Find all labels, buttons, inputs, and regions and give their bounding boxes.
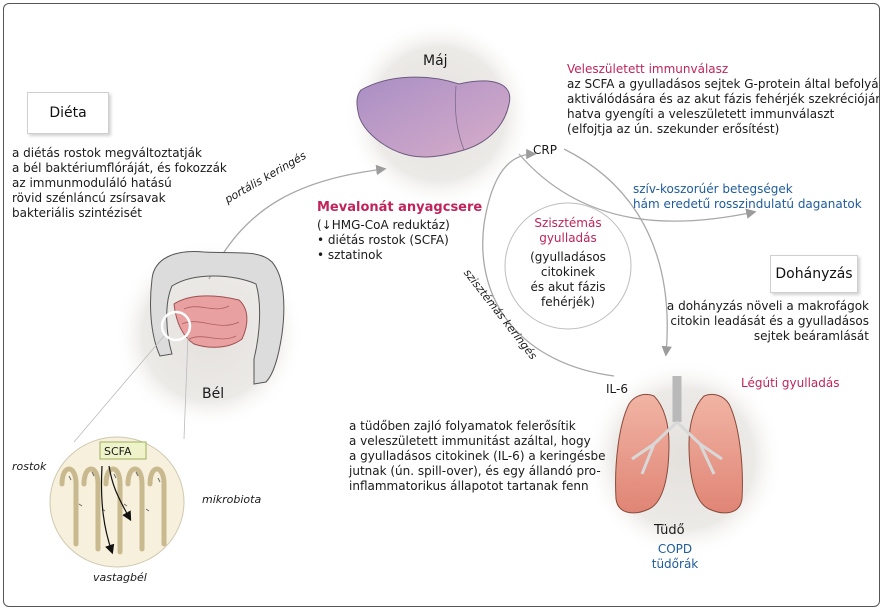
il6-label: IL-6 bbox=[606, 382, 628, 396]
microbiota-label: mikrobiota bbox=[202, 493, 262, 506]
innate-title: Veleszületett immunválasz bbox=[567, 62, 729, 76]
crp-label: CRP bbox=[533, 143, 557, 157]
systemic-circulation-arrow bbox=[482, 148, 615, 377]
airway-label: Légúti gyulladás bbox=[741, 376, 840, 390]
diagram-frame: Máj Bél Tüdő Diéta a diétás rostok megvá… bbox=[3, 3, 880, 607]
colon-detail bbox=[49, 436, 185, 568]
mevalonate-items: (↓HMG-CoA reduktáz)• diétás rostok (SCFA… bbox=[317, 218, 450, 262]
gut-label: Bél bbox=[202, 386, 225, 402]
lung-label: Tüdő bbox=[654, 523, 685, 538]
fiber-label: rostok bbox=[12, 460, 47, 473]
scfa-arrow-1 bbox=[108, 465, 132, 522]
mevalonate-title: Mevalonát anyagcsere bbox=[317, 200, 483, 215]
smoking-box: Dohányzás bbox=[770, 255, 858, 293]
scfa-label: SCFA bbox=[104, 445, 132, 458]
magnifier-ring bbox=[160, 310, 192, 342]
liver-shape bbox=[356, 76, 511, 158]
crp-to-lung-arrow bbox=[563, 148, 672, 357]
innate-text: az SCFA a gyulladásos sejtek G-protein á… bbox=[567, 77, 880, 136]
colon-label: vastagbél bbox=[93, 571, 147, 584]
diagram-graphics bbox=[49, 19, 784, 568]
liver-label: Máj bbox=[423, 53, 448, 69]
diet-box: Diéta bbox=[27, 92, 109, 134]
systemic-inflammation-circle bbox=[504, 202, 632, 330]
lung-shape bbox=[615, 376, 743, 514]
scfa-box bbox=[99, 441, 147, 460]
scfa-arrow-2 bbox=[100, 465, 115, 555]
outcome-arrow bbox=[518, 153, 757, 222]
